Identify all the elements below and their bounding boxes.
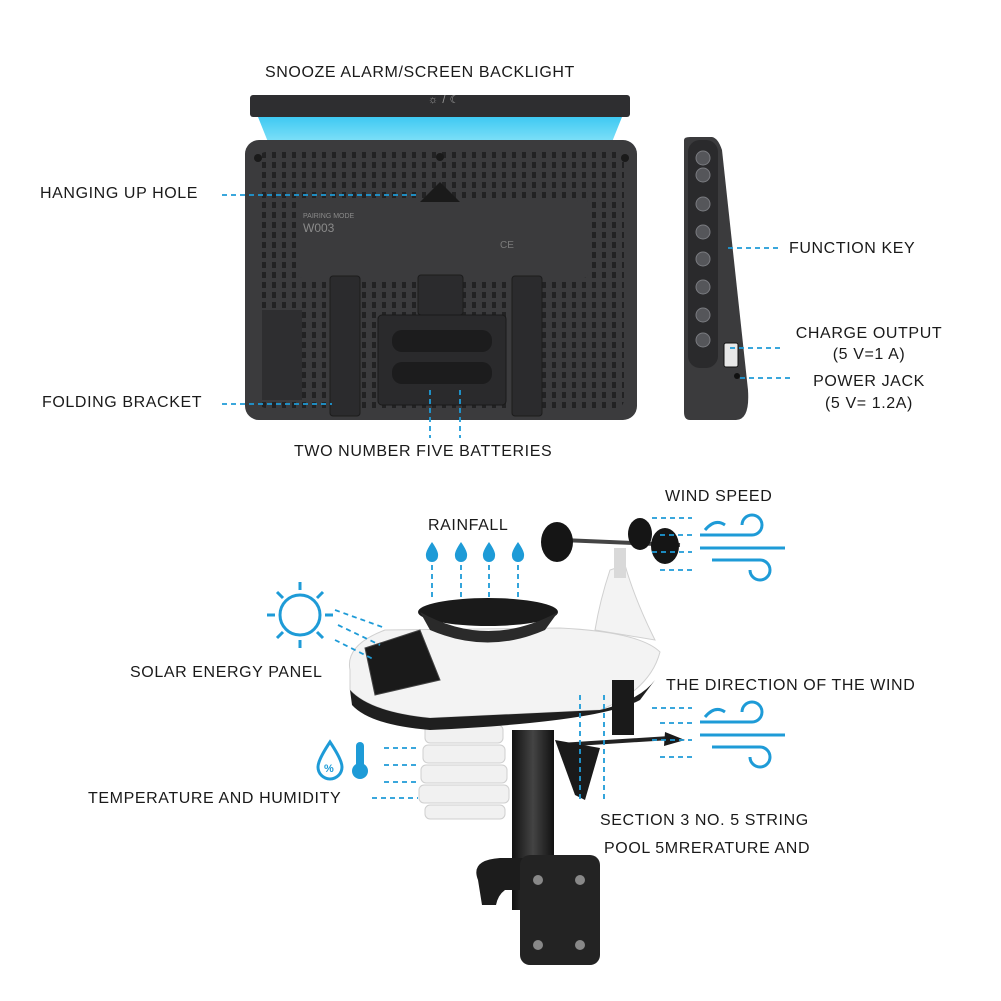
power-jack-icon bbox=[734, 373, 740, 379]
bolt-icon bbox=[533, 875, 543, 885]
mounting-clamp bbox=[520, 855, 600, 965]
screw-icon bbox=[436, 153, 444, 161]
display-back: PAIRING MODE W003 CE bbox=[245, 95, 637, 420]
thermometer-icon bbox=[352, 742, 368, 779]
section-label-line1: SECTION 3 NO. 5 STRING bbox=[600, 812, 809, 829]
alarm-key-icon bbox=[695, 196, 711, 212]
power-jack-spec: (5 V= 1.2A) bbox=[825, 395, 913, 412]
folding-bracket bbox=[511, 275, 543, 417]
raindrop-icon bbox=[425, 542, 525, 562]
snooze-label: SNOOZE ALARM/SCREEN BACKLIGHT bbox=[265, 64, 575, 81]
power-jack-label: POWER JACK bbox=[813, 373, 925, 390]
temp-humidity-label: TEMPERATURE AND HUMIDITY bbox=[88, 790, 342, 807]
wind-vane-icon bbox=[555, 680, 685, 800]
sun-icon bbox=[267, 582, 333, 648]
wind-speed-label: WIND SPEED bbox=[665, 488, 773, 505]
rainfall-label: RAINFALL bbox=[428, 517, 509, 534]
up-key-icon bbox=[695, 251, 711, 267]
anemometer-icon bbox=[541, 518, 681, 564]
battery-compartment bbox=[377, 314, 507, 406]
folding-bracket-label: FOLDING BRACKET bbox=[42, 394, 203, 411]
wind-direction-label: THE DIRECTION OF THE WIND bbox=[666, 677, 916, 694]
humidity-icon bbox=[316, 739, 344, 781]
battery-icon bbox=[392, 330, 492, 352]
bolt-icon bbox=[575, 875, 585, 885]
bolt-icon bbox=[575, 940, 585, 950]
screen-backlight-glow bbox=[258, 117, 622, 142]
charge-output-label: CHARGE OUTPUT bbox=[795, 325, 943, 342]
down-key-icon bbox=[695, 279, 711, 295]
function-key-label: FUNCTION KEY bbox=[789, 240, 916, 257]
display-top-bar bbox=[250, 95, 630, 117]
screw-icon bbox=[254, 154, 262, 162]
battery-icon bbox=[392, 362, 492, 384]
section-label-line2: POOL 5MRERATURE AND bbox=[604, 840, 811, 857]
leader-lines bbox=[222, 194, 790, 800]
screw-icon bbox=[621, 154, 629, 162]
charge-output-spec: (5 V=1 A) bbox=[832, 346, 906, 363]
mode-key-icon bbox=[695, 307, 711, 323]
display-side bbox=[684, 137, 749, 420]
solar-panel-icon bbox=[364, 629, 441, 696]
solar-panel-label: SOLAR ENERGY PANEL bbox=[130, 664, 323, 681]
folding-bracket bbox=[329, 275, 361, 417]
top-bar-icons: ☼ / ☾ bbox=[428, 94, 461, 106]
batteries-label: TWO NUMBER FIVE BATTERIES bbox=[294, 443, 553, 460]
temp-key-icon bbox=[695, 224, 711, 240]
svg-text:%: % bbox=[324, 763, 334, 775]
wind-icon bbox=[700, 700, 785, 769]
ce-mark-text: CE bbox=[500, 240, 514, 251]
model-text: W003 bbox=[303, 221, 335, 235]
wind-icon bbox=[700, 513, 785, 582]
pairing-mode-text: PAIRING MODE bbox=[303, 213, 355, 220]
history-key-icon bbox=[695, 332, 711, 348]
hanging-hole-icon bbox=[420, 182, 460, 202]
hanging-hole-label: HANGING UP HOLE bbox=[40, 185, 199, 202]
usb-port-icon bbox=[723, 342, 739, 368]
weather-sensor bbox=[348, 518, 685, 965]
settings-key-icon bbox=[695, 167, 711, 183]
radiation-shield bbox=[418, 724, 510, 820]
bolt-icon bbox=[533, 940, 543, 950]
backlight-key-icon bbox=[695, 150, 711, 166]
rain-funnel bbox=[418, 598, 558, 626]
